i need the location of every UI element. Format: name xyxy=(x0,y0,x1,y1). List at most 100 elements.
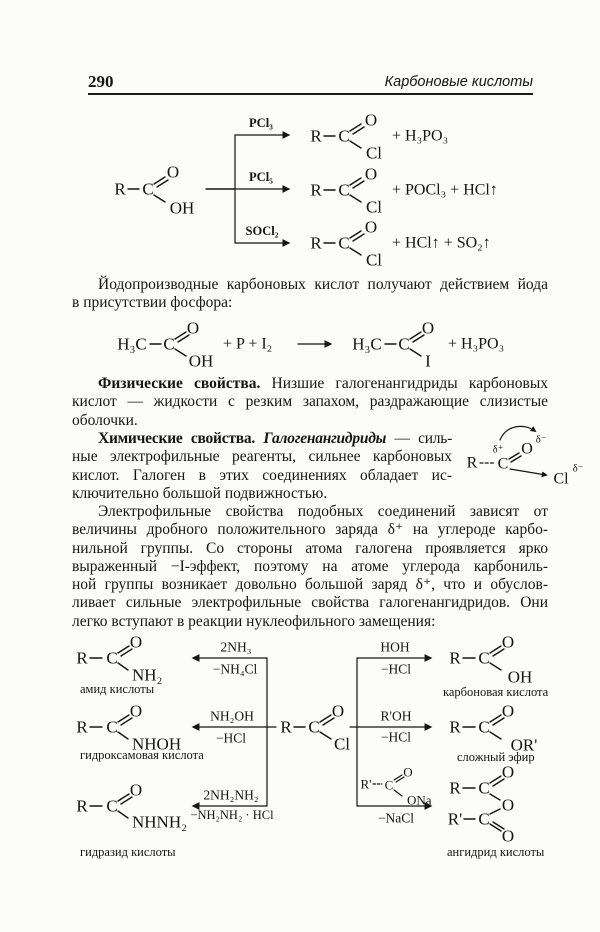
acyl-chloride-row3: R C O Cl + HCl↑ + SO₂↑ xyxy=(310,218,490,270)
double-bond xyxy=(349,230,365,242)
atom-o: O xyxy=(502,633,514,652)
hydroxamic-structure: R C O NHOH xyxy=(76,702,181,754)
text-line: кислот — жидкости с резким запахом, разд… xyxy=(72,393,548,411)
acyl-chloride-row2: R C O Cl + POCl₃ + HCl↑ xyxy=(310,165,498,217)
caption: амид кислоты xyxy=(80,682,155,696)
text-line: ной группы возникает довольно большой за… xyxy=(72,576,548,594)
bond xyxy=(489,731,502,740)
atom-c: C xyxy=(398,335,409,354)
double-bond xyxy=(349,123,365,135)
acid-structure: R C O OH xyxy=(114,163,194,218)
amide-structure: R C O NH₂ xyxy=(76,633,162,685)
lead-bold-italic: Галогенангидриды xyxy=(263,430,387,447)
atom-o: O xyxy=(502,763,514,782)
delta-plus-label: δ⁺ xyxy=(493,445,504,456)
text-line: легко вступают в реакции нуклеофильного … xyxy=(72,612,436,630)
double-bond xyxy=(489,821,505,832)
atom-cl: Cl xyxy=(334,735,350,754)
byproducts: + HCl↑ + SO₂↑ xyxy=(392,235,491,252)
byproduct-label: −NH₄Cl xyxy=(213,662,258,677)
reagent-label: NH₂OH xyxy=(210,709,254,724)
atom-o: O xyxy=(365,218,377,237)
atom-r: R xyxy=(449,649,461,668)
reagent-label: HOH xyxy=(380,640,409,655)
double-bond xyxy=(117,645,133,657)
atom-o: O xyxy=(422,319,434,338)
bond xyxy=(489,808,501,815)
paragraph-iodo: Йодопроизводные карбоновых кислот получа… xyxy=(72,276,548,313)
atom-c: C xyxy=(338,234,349,253)
atom-o: O xyxy=(365,165,377,184)
atom-r: R xyxy=(114,180,126,199)
double-bond xyxy=(489,714,505,726)
atom-cl: Cl xyxy=(366,144,382,163)
bond xyxy=(349,140,362,149)
polarized-acyl-chloride-structure: δ⁺ R C O δ⁻ Cl δ⁻ xyxy=(467,425,584,488)
double-bond xyxy=(409,331,425,343)
atom-r: R xyxy=(310,181,322,200)
atom-o: O xyxy=(502,827,514,846)
atom-oh: OH xyxy=(189,352,214,371)
scheme-nucleophilic-substitution: 2NH₃ −NH₄Cl NH₂OH −HCl 2NH₂NH₂ −NH₂NH₂ ·… xyxy=(76,633,549,860)
atom-r: R xyxy=(280,718,292,737)
atom-c: C xyxy=(478,718,489,737)
atom-r: R xyxy=(310,127,322,146)
atom-o: O xyxy=(365,111,377,130)
bond xyxy=(393,789,403,797)
atom-c: C xyxy=(106,797,117,816)
bond xyxy=(117,731,129,740)
atom-cl: Cl xyxy=(553,471,569,488)
atom-h3c: H₃C xyxy=(117,335,147,354)
anhydride-structure: R C O O R' C O xyxy=(448,763,514,846)
acyl-chloride-row1: R C O Cl + H₃PO₃ xyxy=(310,111,448,163)
atom-c: C xyxy=(338,181,349,200)
text-line: Йодопроизводные карбоновых кислот получа… xyxy=(98,276,548,293)
text-line: ключительно большой подвижностью. xyxy=(72,484,328,502)
byproduct-label: −NaCl xyxy=(378,811,414,826)
carboxylic-acid-structure: R C O OH xyxy=(449,633,532,687)
bond xyxy=(409,348,422,357)
caption: карбоновая кислота xyxy=(443,685,549,699)
paragraph-electrophilic: Электрофильные свойства подобных соедине… xyxy=(72,503,548,631)
page-number: 290 xyxy=(88,72,114,91)
atom-o: O xyxy=(332,702,344,721)
bond xyxy=(319,731,332,740)
text-line: ливает сильные электрофильные свойства г… xyxy=(72,594,548,612)
double-bond xyxy=(349,177,365,189)
bond xyxy=(349,247,362,256)
atom-c: C xyxy=(478,649,489,668)
bond xyxy=(153,194,166,203)
double-bond xyxy=(319,714,335,726)
atom-oh: OH xyxy=(508,668,533,687)
text-line: выраженный −I-эффект, поэтому на атоме у… xyxy=(72,557,548,575)
atom-cl: Cl xyxy=(366,251,382,270)
caption: сложный эфир xyxy=(457,750,535,764)
delta-minus-label: δ⁻ xyxy=(536,435,547,446)
atom-c: C xyxy=(478,779,489,798)
atom-o: O xyxy=(130,633,142,652)
group-nhoh: NHOH xyxy=(132,735,181,754)
lead-bold: Физические свойства. xyxy=(98,375,261,392)
text-line: Электрофильные свойства подобных соедине… xyxy=(98,503,548,520)
atom-h3c: H₃C xyxy=(352,335,382,354)
delta-minus-label: δ⁻ xyxy=(573,464,584,475)
atom-c: C xyxy=(142,180,153,199)
byproduct-label: −HCl xyxy=(216,731,246,746)
reagents-text: + P + I₂ xyxy=(223,336,272,353)
double-bond xyxy=(117,793,133,805)
atom-c: C xyxy=(338,127,349,146)
group-ona: ONa xyxy=(407,793,432,808)
acetyl-iodide-structure: H₃C C O I xyxy=(352,319,434,371)
group-nh2: NH₂ xyxy=(132,666,162,685)
acetic-acid-structure: H₃C C O OH xyxy=(117,319,213,371)
bond xyxy=(174,348,187,357)
text-line: Химические свойства. Галогенангидриды — … xyxy=(72,430,452,448)
atom-r: R xyxy=(76,797,88,816)
text-line: величины дробного положительного заряда … xyxy=(72,521,548,539)
reagent-label: 2NH₂NH₂ xyxy=(203,788,258,803)
group-nhnh2: NHNH₂ xyxy=(132,813,187,832)
ester-structure: R C O OR' xyxy=(449,702,537,755)
atom-o: O xyxy=(502,702,514,721)
atom-cl: Cl xyxy=(366,198,382,217)
atom-r: R xyxy=(449,718,461,737)
